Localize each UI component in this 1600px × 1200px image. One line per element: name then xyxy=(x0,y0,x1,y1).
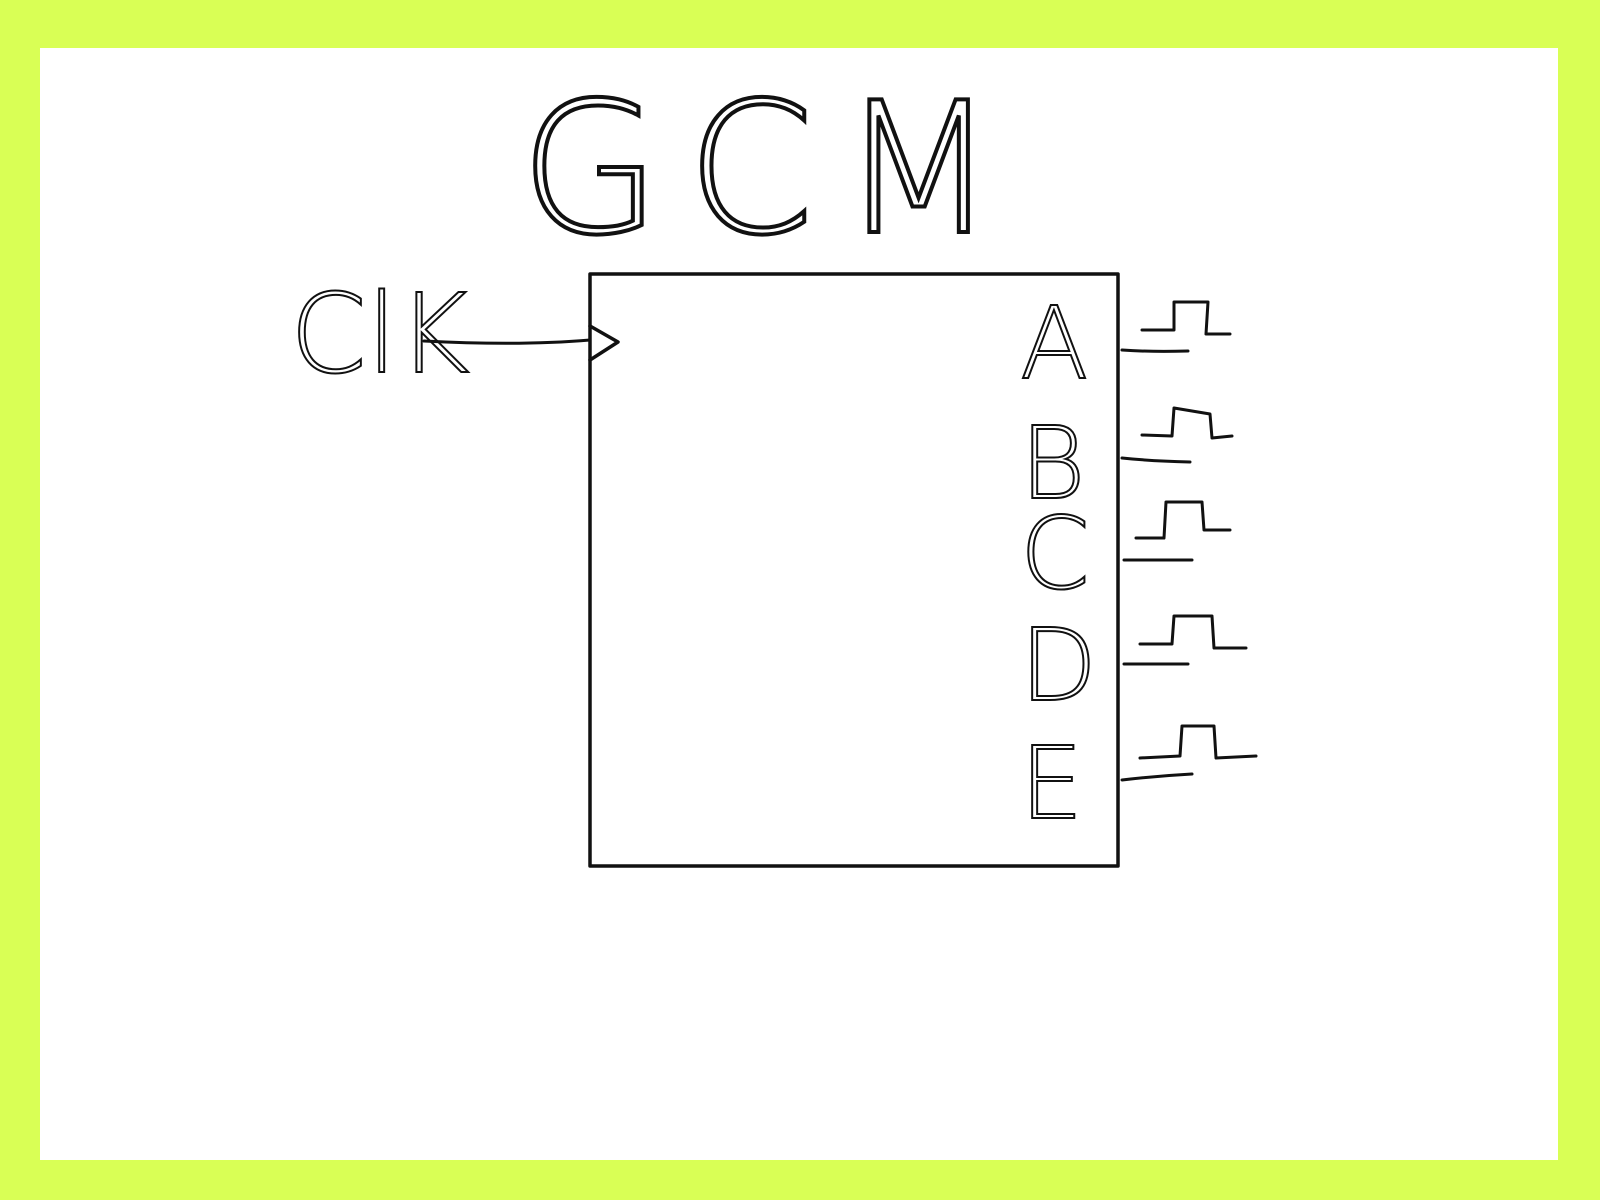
gcm-block xyxy=(588,272,1120,868)
clock-edge-triangle xyxy=(588,324,620,362)
pulse-waveform-b xyxy=(1140,406,1234,440)
output-line-a xyxy=(1120,348,1190,353)
pulse-waveform-a xyxy=(1140,300,1232,336)
output-label-d: D xyxy=(1020,607,1097,724)
output-label-a: A xyxy=(1020,285,1088,402)
pulse-waveform-d xyxy=(1138,614,1248,650)
output-label-e: E xyxy=(1020,725,1083,842)
output-line-e xyxy=(1120,772,1194,782)
pulse-waveform-c xyxy=(1134,500,1232,540)
output-label-c: C xyxy=(1020,495,1090,612)
clock-input-label: ClK xyxy=(290,270,470,398)
clock-input-line xyxy=(422,338,592,345)
output-line-b xyxy=(1120,456,1192,464)
output-label-b: B xyxy=(1020,405,1085,522)
pulse-waveform-e xyxy=(1138,724,1258,760)
diagram-title: GCM xyxy=(520,63,1023,275)
